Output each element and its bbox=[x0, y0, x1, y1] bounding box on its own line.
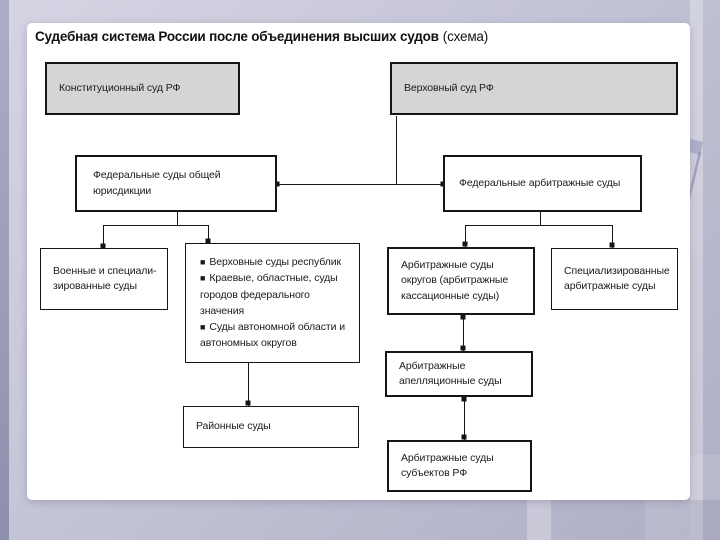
node-arbitration-appellate-courts: Арбитражные апелляционные суды bbox=[385, 351, 533, 397]
list-item: ■Суды автономной области и автономных ок… bbox=[200, 319, 345, 352]
page-title: Судебная система России после объединени… bbox=[35, 29, 685, 44]
bottom-background-band bbox=[527, 498, 551, 540]
node-label: Арбитражные суды округов (арбитражные ка… bbox=[401, 259, 509, 302]
node-label: Федеральные арбитражные суды bbox=[459, 176, 621, 189]
list-item: ■Краевые, областные, суды городов федера… bbox=[200, 270, 345, 319]
node-arbitration-subject-courts: Арбитражные суды субъектов РФ bbox=[387, 440, 532, 492]
bullet-square-icon: ■ bbox=[200, 322, 206, 333]
list-item-label: Верховные суды республик bbox=[209, 256, 342, 268]
node-label: Арбитражные суды субъектов РФ bbox=[401, 451, 494, 479]
node-supreme-court: Верховный суд РФ bbox=[390, 62, 678, 115]
title-main: Судебная система России после объединени… bbox=[35, 29, 439, 44]
list-item-label: Краевые, областные, суды городов федерал… bbox=[200, 272, 338, 317]
node-arbitration-district-courts: Арбитражные суды округов (арбитражные ка… bbox=[387, 247, 535, 315]
node-federal-general-courts: Федеральные суды общей юрисдикции bbox=[75, 155, 277, 212]
node-label: Федеральные суды общей юрисдикции bbox=[93, 169, 221, 197]
bullet-square-icon: ■ bbox=[200, 257, 206, 267]
node-label: Конституционный суд РФ bbox=[59, 81, 181, 94]
node-label: Военные и специали-зированные суды bbox=[53, 264, 157, 292]
corner-decor-square bbox=[690, 500, 720, 540]
node-regional-courts-list: ■Верховные суды республик ■Краевые, обла… bbox=[185, 243, 360, 363]
list-item: ■Верховные суды республик bbox=[200, 254, 345, 270]
node-label: Верховный суд РФ bbox=[404, 81, 494, 94]
node-label: Районные суды bbox=[196, 420, 271, 433]
node-military-specialized-courts: Военные и специали-зированные суды bbox=[40, 248, 168, 310]
node-constitutional-court: Конституционный суд РФ bbox=[45, 62, 240, 115]
node-federal-arbitration-courts: Федеральные арбитражные суды bbox=[443, 155, 642, 212]
node-district-courts: Районные суды bbox=[183, 406, 359, 448]
node-label: Арбитражные апелляционные суды bbox=[399, 359, 502, 387]
title-suffix: (схема) bbox=[442, 29, 489, 44]
node-label: Специализированные арбитражные суды bbox=[564, 264, 670, 292]
bullet-square-icon: ■ bbox=[200, 273, 206, 284]
list-item-label: Суды автономной области и автономных окр… bbox=[200, 321, 345, 350]
left-edge-strip bbox=[0, 0, 9, 540]
node-specialized-arbitration-courts: Специализированные арбитражные суды bbox=[551, 248, 678, 310]
